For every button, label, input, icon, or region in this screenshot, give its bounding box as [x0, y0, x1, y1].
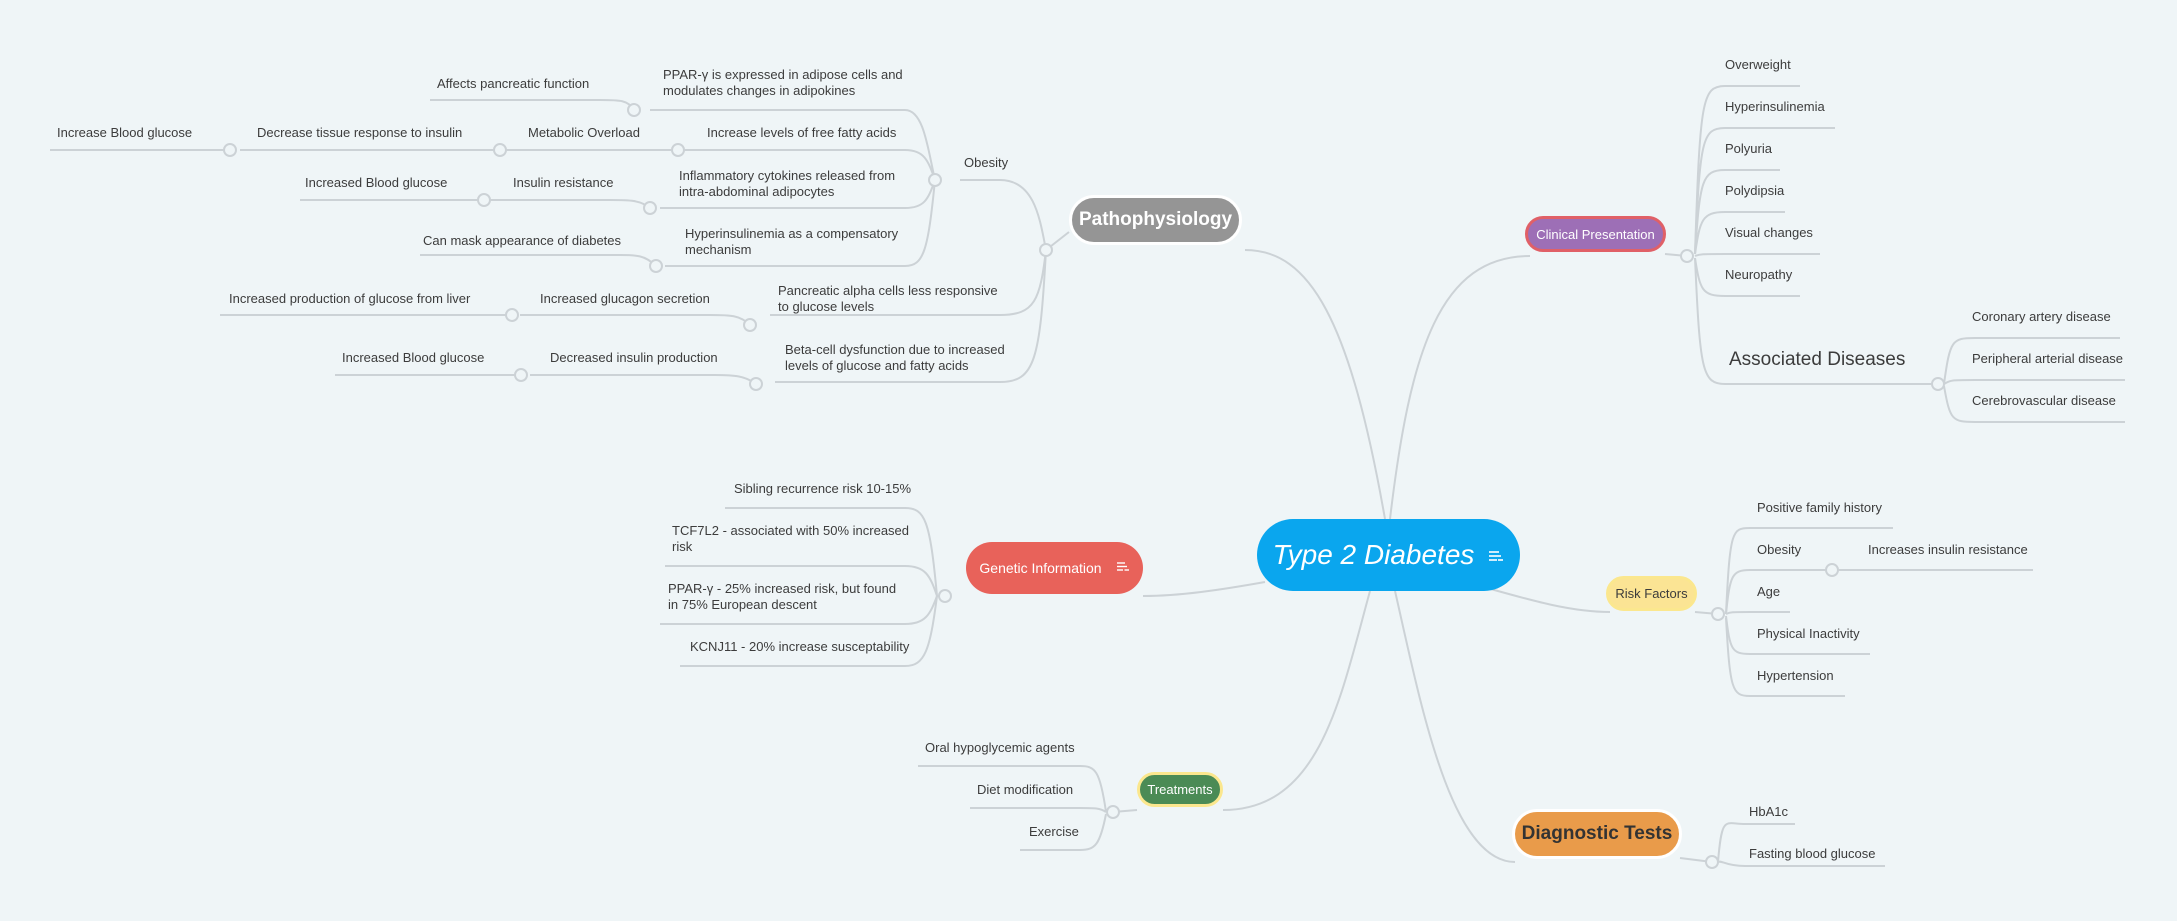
topic-cerebrovascular[interactable]: Cerebrovascular disease [1972, 393, 2116, 408]
main-topic-genetic-information[interactable]: Genetic Information [966, 542, 1143, 594]
topic-hyperinsulinemia[interactable]: Hyperinsulinemia [1725, 99, 1825, 114]
topic-labels: Obesity PPAR-γ is expressed in adipose c… [57, 57, 2123, 861]
topic-increase-blood-glucose[interactable]: Increase Blood glucose [57, 125, 192, 140]
main-topic-diagnostic-tests[interactable]: Diagnostic Tests [1512, 809, 1682, 859]
treatments-label: Treatments [1147, 782, 1213, 797]
topic-neuropathy[interactable]: Neuropathy [1725, 267, 1793, 282]
main-topic-pathophysiology[interactable]: Pathophysiology [1069, 195, 1242, 245]
topic-decrease-tissue-response[interactable]: Decrease tissue response to insulin [257, 125, 462, 140]
topic-insulin-resistance[interactable]: Insulin resistance [513, 175, 613, 190]
topic-increased-blood-glucose-2[interactable]: Increased Blood glucose [342, 350, 484, 365]
topic-decreased-insulin[interactable]: Decreased insulin production [550, 350, 718, 365]
topic-fasting-glucose[interactable]: Fasting blood glucose [1749, 846, 1875, 861]
risk-factors-label: Risk Factors [1615, 586, 1688, 601]
topic-metabolic-overload[interactable]: Metabolic Overload [528, 125, 640, 140]
topic-risk-obesity[interactable]: Obesity [1757, 542, 1802, 557]
topic-physical-inactivity[interactable]: Physical Inactivity [1757, 626, 1860, 641]
central-topic-label: Type 2 Diabetes [1272, 539, 1475, 570]
topic-kcnj11[interactable]: KCNJ11 - 20% increase susceptability [690, 639, 910, 654]
topic-overweight[interactable]: Overweight [1725, 57, 1791, 72]
topic-polydipsia[interactable]: Polydipsia [1725, 183, 1785, 198]
topic-family-history[interactable]: Positive family history [1757, 500, 1882, 515]
topic-visual-changes[interactable]: Visual changes [1725, 225, 1813, 240]
topic-glucagon-secretion[interactable]: Increased glucagon secretion [540, 291, 710, 306]
main-topic-risk-factors[interactable]: Risk Factors [1606, 576, 1697, 611]
connector-lines [50, 85, 2125, 869]
topic-mask-diabetes[interactable]: Can mask appearance of diabetes [423, 233, 622, 248]
topic-sibling-risk[interactable]: Sibling recurrence risk 10-15% [734, 481, 911, 496]
topic-age[interactable]: Age [1757, 584, 1780, 599]
topic-peripheral-arterial[interactable]: Peripheral arterial disease [1972, 351, 2123, 366]
pathophysiology-label: Pathophysiology [1078, 209, 1233, 230]
topic-pparg-adipose[interactable]: PPAR-γ is expressed in adipose cells and… [663, 67, 903, 98]
topic-hba1c[interactable]: HbA1c [1749, 804, 1789, 819]
topic-insulin-resistance-risk[interactable]: Increases insulin resistance [1868, 542, 2028, 557]
topic-coronary-artery[interactable]: Coronary artery disease [1972, 309, 2111, 324]
topic-increased-blood-glucose[interactable]: Increased Blood glucose [305, 175, 447, 190]
topic-associated-diseases[interactable]: Associated Diseases [1729, 349, 1905, 370]
topic-polyuria[interactable]: Polyuria [1725, 141, 1773, 156]
topic-oral-agents[interactable]: Oral hypoglycemic agents [925, 740, 1075, 755]
topic-obesity[interactable]: Obesity [964, 155, 1009, 170]
topic-exercise[interactable]: Exercise [1029, 824, 1079, 839]
notes-icon[interactable] [1488, 539, 1504, 571]
central-topic[interactable]: Type 2 Diabetes [1257, 519, 1520, 591]
clinical-presentation-label: Clinical Presentation [1536, 226, 1655, 242]
main-topic-clinical-presentation[interactable]: Clinical Presentation [1525, 216, 1666, 252]
topic-glucose-from-liver[interactable]: Increased production of glucose from liv… [229, 291, 471, 306]
topic-affects-pancreatic[interactable]: Affects pancreatic function [437, 76, 589, 91]
diagnostic-tests-label: Diagnostic Tests [1521, 823, 1673, 844]
topic-hypertension[interactable]: Hypertension [1757, 668, 1834, 683]
topic-diet-modification[interactable]: Diet modification [977, 782, 1073, 797]
topic-free-fatty-acids[interactable]: Increase levels of free fatty acids [707, 125, 897, 140]
genetic-information-label: Genetic Information [979, 560, 1102, 576]
main-topic-treatments[interactable]: Treatments [1137, 772, 1223, 807]
notes-icon[interactable] [1116, 560, 1130, 576]
